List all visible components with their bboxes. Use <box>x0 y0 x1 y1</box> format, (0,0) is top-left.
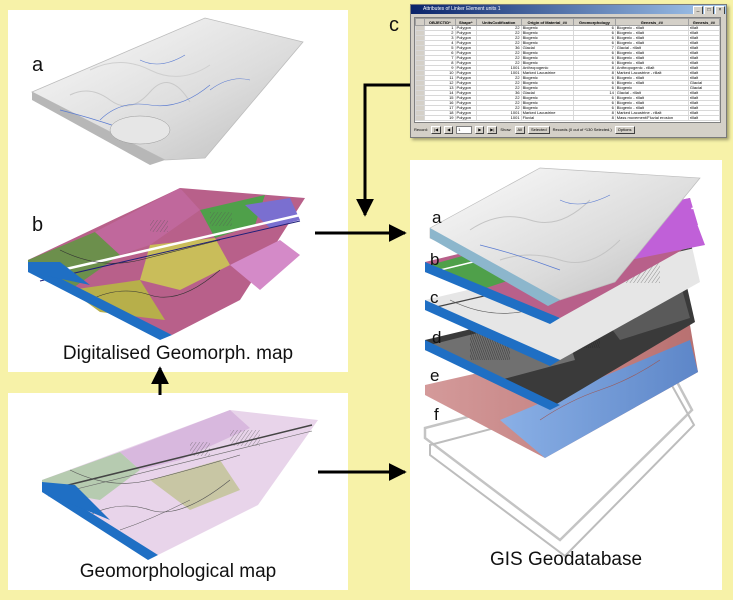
table-cell: Mass movement/Fluvial erosion <box>614 115 689 121</box>
minimize-icon[interactable]: _ <box>693 6 703 14</box>
show-all-button[interactable]: All <box>514 125 525 134</box>
stack-label-a: a <box>432 208 442 227</box>
table-footer: Record: |◀ ◀ 1 ▶ ▶| Show: All Selected R… <box>414 125 724 134</box>
last-record-button[interactable]: ▶| <box>487 125 498 134</box>
geomorphological-map <box>42 410 318 560</box>
window-title: Attributes of Linker Element units 1 <box>423 6 501 12</box>
digitised-map-b <box>28 188 305 340</box>
row-selector[interactable] <box>415 115 425 121</box>
column-header[interactable]: Shape* <box>454 18 478 26</box>
label-c: c <box>389 14 399 36</box>
stack-label-b: b <box>430 250 440 269</box>
caption-gis-geodatabase: GIS Geodatabase <box>489 549 643 570</box>
table-cell: rillalt <box>687 115 720 121</box>
column-header[interactable]: Genesis_## <box>687 18 720 26</box>
prev-record-button[interactable]: ◀ <box>444 125 454 134</box>
table-cell: Fluvial <box>520 115 575 121</box>
caption-geomorphological-map: Geomorphological map <box>79 561 277 582</box>
stack-label-f: f <box>434 405 439 424</box>
dem-terrain-a <box>31 17 304 165</box>
column-header[interactable]: Geomorphology <box>573 18 616 26</box>
column-header[interactable]: Genesis_## <box>614 18 689 26</box>
window-controls: _ □ × <box>693 6 725 14</box>
label-a: a <box>32 54 44 76</box>
column-header[interactable]: Origin of Material_## <box>520 18 575 26</box>
stack-label-c: c <box>430 288 439 307</box>
table-cell: 8 <box>573 115 616 121</box>
stack-label-e: e <box>430 366 440 385</box>
row-header-corner <box>415 18 425 26</box>
records-count: Records (0 out of *130 Selected.) <box>552 127 612 132</box>
options-button[interactable]: Options <box>614 125 635 134</box>
table-cell: Polygon <box>454 115 478 121</box>
label-b: b <box>32 214 44 236</box>
close-icon[interactable]: × <box>715 6 725 14</box>
stack-label-d: d <box>432 328 442 347</box>
layer-a-dem <box>429 167 705 306</box>
record-label: Record: <box>414 127 429 132</box>
caption-digitalised-map: Digitalised Geomorph. map <box>62 343 294 364</box>
maximize-icon[interactable]: □ <box>704 6 714 14</box>
record-input[interactable]: 1 <box>456 125 473 134</box>
column-header[interactable]: OBJECTID* <box>424 18 456 26</box>
table-cell: 1001 <box>476 115 522 121</box>
show-selected-button[interactable]: Selected <box>528 125 550 134</box>
next-record-button[interactable]: ▶ <box>475 125 485 134</box>
column-header[interactable]: UnitsCodification <box>476 18 522 26</box>
show-label: Show: <box>500 127 512 132</box>
first-record-button[interactable]: |◀ <box>431 125 442 134</box>
arrow-table-to-gis <box>356 83 410 217</box>
window-title-bar: Attributes of Linker Element units 1 _ □… <box>411 5 726 14</box>
attribute-table-window: Attributes of Linker Element units 1 _ □… <box>410 4 727 138</box>
table-cell: 19 <box>424 115 456 121</box>
